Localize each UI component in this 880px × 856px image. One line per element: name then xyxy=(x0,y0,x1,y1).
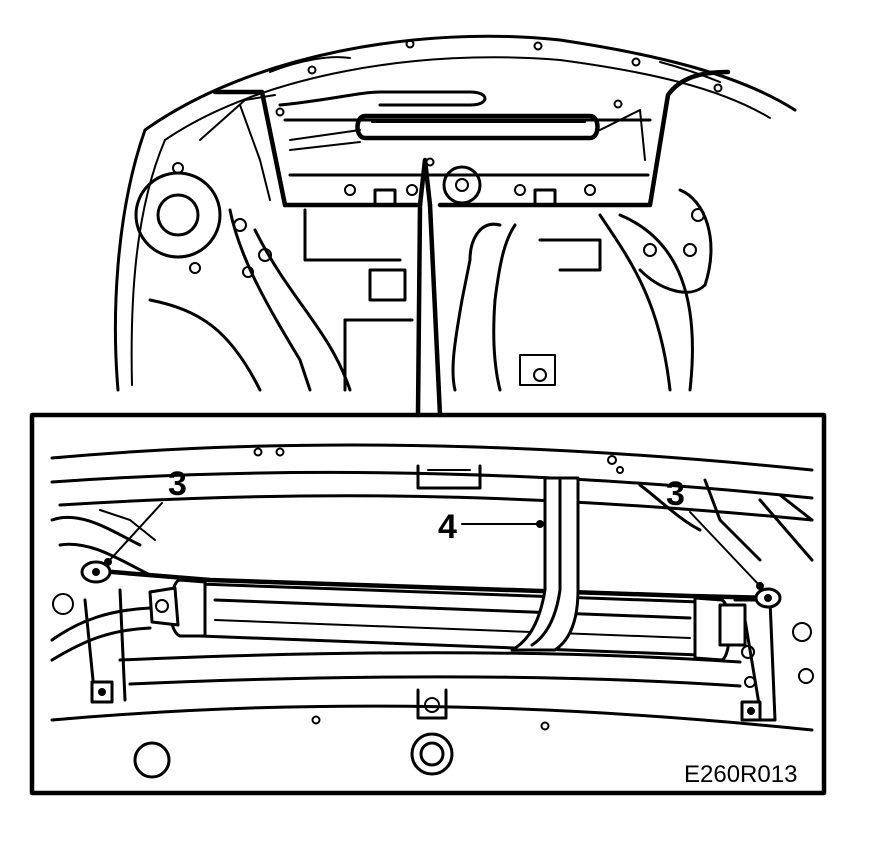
overview-view xyxy=(113,34,797,392)
figure-id: E260R013 xyxy=(684,761,797,788)
detail-pointer xyxy=(415,157,443,418)
callout-strap: 4 xyxy=(438,508,457,546)
callout-right-bolt: 3 xyxy=(666,475,685,513)
callout-left-bolt: 3 xyxy=(168,465,187,503)
detail-view: 3 3 4 E260R013 xyxy=(29,412,827,796)
